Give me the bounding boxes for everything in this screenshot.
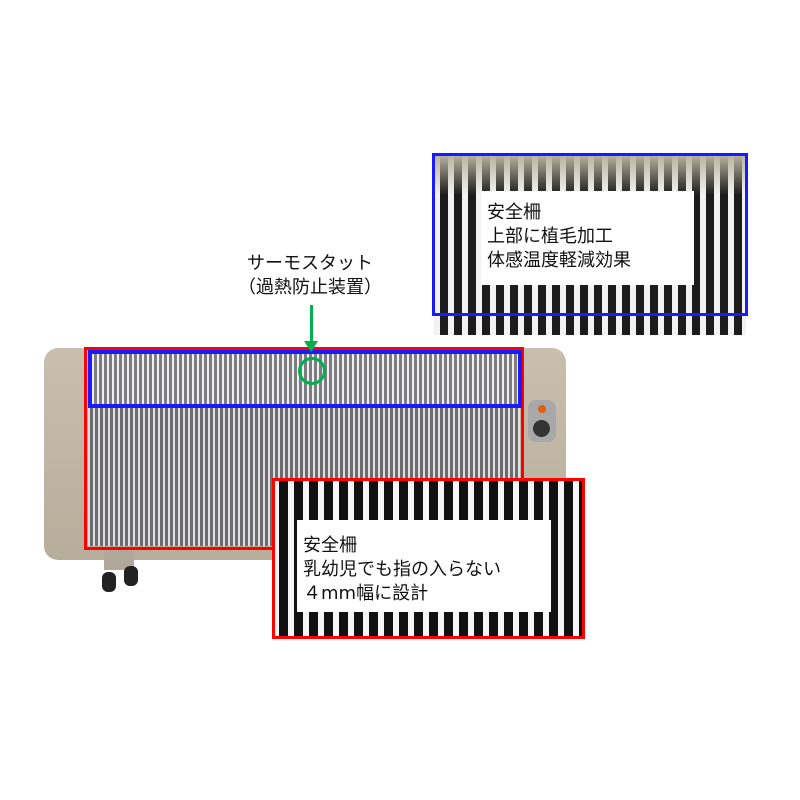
callout-line: 乳幼児でも指の入らない xyxy=(303,559,501,580)
callout-line: 上部に植毛加工 xyxy=(487,226,613,247)
grille-closeup-frame xyxy=(272,478,585,639)
thermostat-marker-circle xyxy=(298,357,326,385)
top-callout: 安全柵 上部に植毛加工 体感温度軽減効果 xyxy=(481,191,694,285)
callout-line: 安全柵 xyxy=(487,202,541,223)
top-grille-highlight-blue xyxy=(88,350,522,408)
arrow-head-icon xyxy=(304,341,318,352)
top-grille-closeup-shade xyxy=(434,155,746,195)
arrow-icon xyxy=(310,305,313,343)
heater-leg xyxy=(104,550,134,570)
callout-line: 安全柵 xyxy=(303,535,357,556)
caster-wheel-icon xyxy=(124,566,138,586)
callout-line: 体感温度軽減効果 xyxy=(487,250,631,271)
thermostat-subtitle: （過熱防止装置） xyxy=(238,277,382,298)
indicator-lamp-icon xyxy=(538,405,546,413)
callout-line: ４mm幅に設計 xyxy=(303,583,429,604)
thermostat-title: サーモスタット xyxy=(247,253,373,274)
temperature-knob-icon xyxy=(533,420,550,437)
caster-wheel-icon xyxy=(102,572,116,592)
top-closeup-frame xyxy=(432,153,748,316)
bottom-callout: 安全柵 乳幼児でも指の入らない ４mm幅に設計 xyxy=(297,520,551,612)
thermostat-label: サーモスタット （過熱防止装置） xyxy=(200,252,420,300)
